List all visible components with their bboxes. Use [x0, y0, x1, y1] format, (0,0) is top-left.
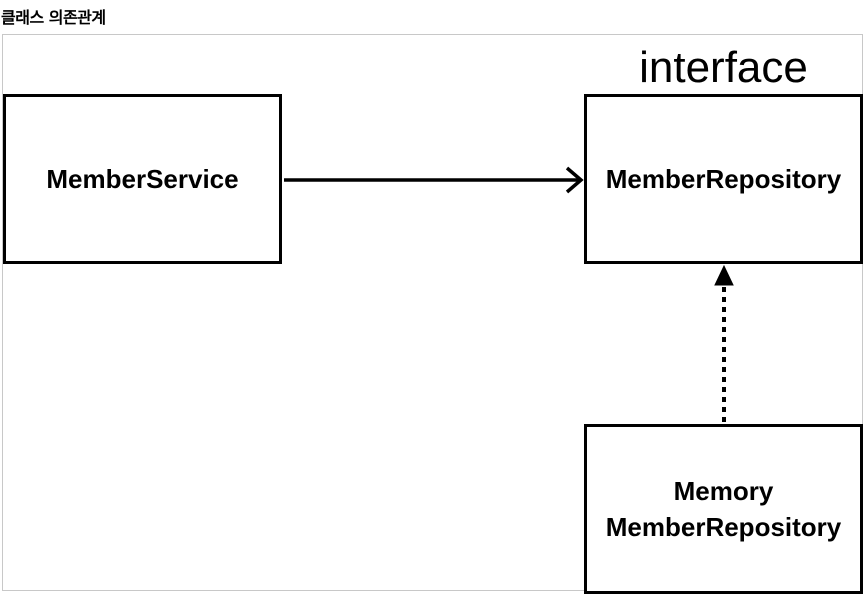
memory-label-line2: MemberRepository [605, 512, 842, 542]
implementation-arrow-head [714, 264, 734, 286]
diagram-frame [2, 34, 863, 591]
diagram-title: 클래스 의존관계 [1, 8, 106, 27]
interface-stereotype-label: interface [639, 43, 808, 92]
member-service-label: MemberService [46, 164, 239, 194]
memory-label-line1: Memory [673, 476, 774, 506]
dependency-arrow-head [565, 166, 584, 194]
member-repository-label: MemberRepository [605, 164, 842, 194]
member-repository-box: MemberRepository [584, 94, 863, 264]
memory-member-repository-label: Memory MemberRepository [606, 473, 842, 545]
member-service-box: MemberService [3, 94, 282, 264]
memory-member-repository-box: Memory MemberRepository [584, 424, 863, 594]
